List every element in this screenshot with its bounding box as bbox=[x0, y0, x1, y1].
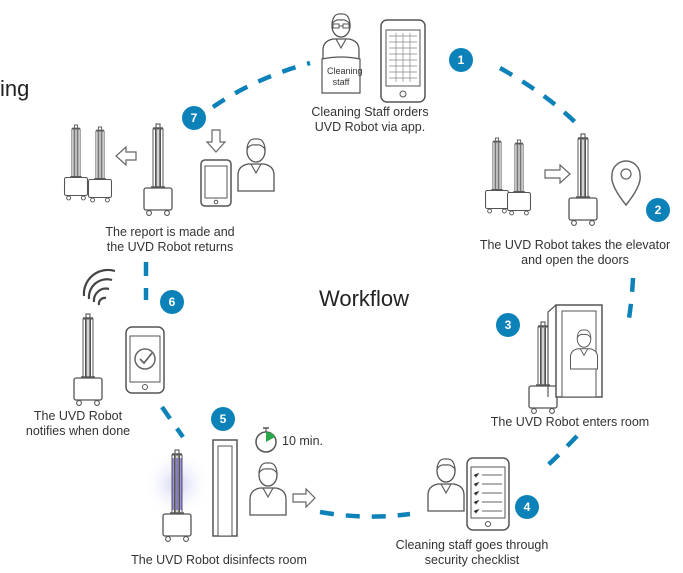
step-badge-1: 1 bbox=[449, 48, 473, 72]
wifi-signal-icon bbox=[82, 268, 116, 306]
cycle-connectors bbox=[143, 60, 636, 519]
step5-caption: The UVD Robot disinfects room bbox=[131, 553, 307, 567]
step1-person-icon bbox=[322, 13, 360, 67]
step-badge-5: 5 bbox=[211, 407, 235, 431]
arrow-icon bbox=[292, 487, 316, 509]
timer-label: 10 min. bbox=[282, 434, 323, 448]
step2-robot-group bbox=[484, 133, 641, 227]
step5-disinfect-scene bbox=[143, 427, 316, 543]
step1-phone-icon bbox=[380, 19, 426, 103]
step-badge-6: 6 bbox=[160, 290, 184, 314]
partial-heading: ing bbox=[0, 76, 30, 101]
step3-caption: The UVD Robot enters room bbox=[490, 415, 650, 429]
step7-report-scene bbox=[63, 123, 275, 217]
step4-checklist-scene bbox=[427, 457, 510, 531]
phone-icon bbox=[200, 159, 232, 207]
step-badge-4: 4 bbox=[515, 495, 539, 519]
step3-door-scene bbox=[528, 304, 603, 415]
step-badge-3: 3 bbox=[496, 313, 520, 337]
step6-notify-scene bbox=[73, 268, 165, 407]
step-badge-2: 2 bbox=[646, 198, 670, 222]
step-badge-7: 7 bbox=[182, 106, 206, 130]
center-title: Workflow bbox=[319, 286, 410, 311]
tablet-checklist-icon bbox=[466, 457, 510, 531]
location-pin-icon bbox=[611, 160, 641, 207]
timer-icon bbox=[255, 427, 277, 453]
arrow-icon bbox=[544, 163, 571, 185]
arrow-icon bbox=[115, 145, 137, 167]
arrow-icon bbox=[205, 129, 227, 153]
phone-check-icon bbox=[125, 326, 165, 394]
